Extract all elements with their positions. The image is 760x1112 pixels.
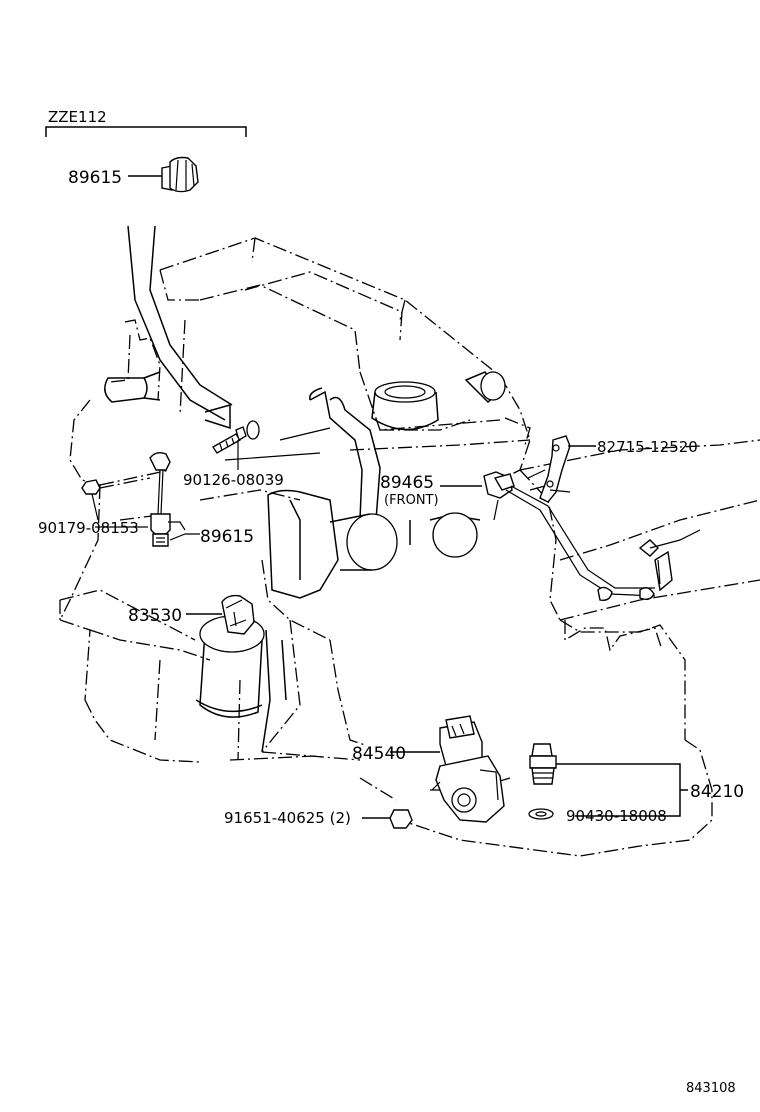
washer-icon bbox=[528, 808, 554, 820]
nut-icon bbox=[81, 477, 151, 528]
bolt-small-icon bbox=[362, 809, 413, 829]
knock-sensor-icon bbox=[128, 156, 199, 193]
part-number-91651-40625: 91651-40625 (2) bbox=[224, 809, 351, 827]
part-number-89465: 89465 bbox=[380, 473, 434, 493]
group-label: ZZE112 bbox=[48, 108, 107, 126]
part-number-89615-lower: 89615 bbox=[200, 527, 254, 547]
part-number-83530: 83530 bbox=[128, 606, 182, 626]
part-number-90126-08039: 90126-08039 bbox=[183, 471, 284, 489]
part-number-82715-12520: 82715-12520 bbox=[597, 438, 698, 456]
part-number-84540: 84540 bbox=[352, 744, 406, 764]
part-note-front: (FRONT) bbox=[384, 493, 439, 508]
speed-sensor-icon bbox=[529, 743, 688, 817]
part-number-89615-top: 89615 bbox=[68, 168, 122, 188]
engine-outline bbox=[59, 237, 760, 857]
drawing-number: 843108 bbox=[686, 1081, 736, 1096]
wire-bracket-icon bbox=[527, 435, 596, 503]
engine-details bbox=[59, 225, 506, 753]
bolt-icon bbox=[212, 420, 331, 470]
oil-pressure-switch-icon bbox=[186, 594, 255, 635]
knock-sensor-wired-icon bbox=[149, 451, 200, 547]
group-bracket: ZZE112 bbox=[45, 108, 247, 137]
part-number-90430-18008: 90430-18008 bbox=[566, 807, 667, 825]
oxygen-sensor-front-icon bbox=[440, 471, 701, 602]
part-number-90179-08153: 90179-08153 bbox=[38, 519, 139, 537]
neutral-start-switch-icon bbox=[390, 715, 505, 823]
part-number-84210: 84210 bbox=[690, 782, 744, 802]
